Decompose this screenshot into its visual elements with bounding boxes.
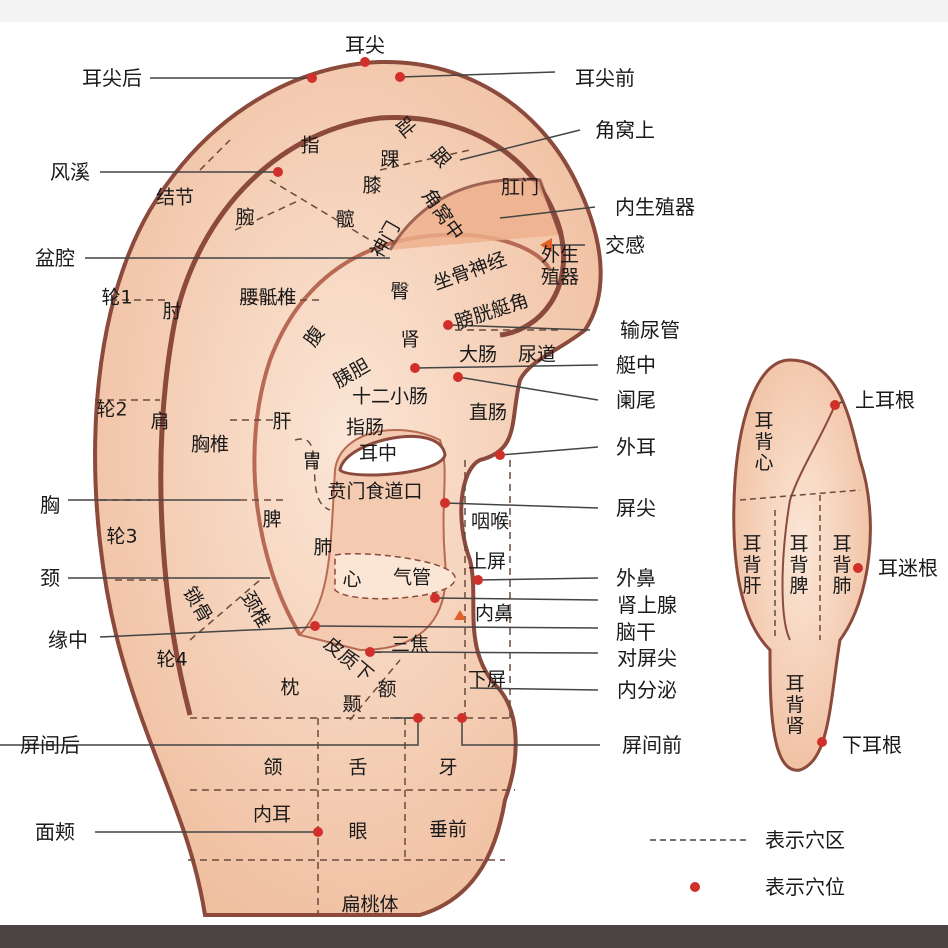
label-rectum: 直肠 (468, 401, 508, 424)
label-upper-tragus: 上屏 (467, 550, 507, 573)
label-apex-front: 耳尖前 (575, 66, 635, 90)
label-large-intestine: 大肠 (458, 343, 498, 366)
label-wrist: 腕 (235, 206, 255, 229)
label-jaw: 颌 (263, 756, 283, 779)
label-upper-fossa: 角窝上 (595, 118, 655, 142)
legend-zone: 表示穴区 (765, 828, 845, 852)
label-buttock: 臀 (390, 280, 410, 303)
heart-area (334, 552, 456, 600)
label-antitragus-apex: 对屏尖 (617, 646, 677, 670)
label-vagus-root: 耳迷根 (878, 556, 938, 580)
acupoints (273, 57, 863, 892)
label-external-ear: 外耳 (616, 435, 656, 459)
label-helix-4: 轮4 (156, 648, 188, 671)
label-tongue: 舌 (348, 756, 368, 779)
label-cymba-center: 艇中 (616, 353, 656, 377)
label-appendix: 阑尾 (616, 388, 656, 412)
label-tubercle: 结节 (155, 186, 195, 209)
label-back-heart: 耳背心 (751, 410, 774, 474)
label-duodenum-end: 指肠 (345, 416, 385, 439)
label-thoracic: 胸椎 (190, 433, 230, 456)
label-lower-tragus: 下屏 (467, 668, 507, 691)
back-ear-dashes (739, 489, 861, 640)
label-tragus-apex: 屏尖 (616, 496, 656, 520)
label-neck: 颈 (40, 566, 60, 590)
label-apex-back: 耳尖后 (82, 66, 142, 90)
label-shoulder: 肩 (150, 410, 170, 433)
label-back-lung: 耳背肺 (829, 533, 852, 597)
label-cheek: 面颊 (35, 820, 75, 844)
label-kidney: 肾 (400, 328, 420, 351)
label-eye: 眼 (348, 820, 368, 843)
label-endocrine: 内分泌 (617, 678, 677, 702)
label-lumbosacral: 腰骶椎 (239, 286, 297, 309)
label-fengxi: 风溪 (50, 160, 90, 184)
label-throat: 咽喉 (470, 510, 510, 533)
label-inner-nose: 内鼻 (474, 602, 514, 625)
label-ear-apex: 耳尖 (345, 33, 385, 57)
label-teeth: 牙 (438, 756, 458, 779)
label-inner-ear: 内耳 (252, 803, 292, 826)
bottom-bar (0, 925, 948, 948)
label-sympathetic: 交感 (605, 233, 645, 257)
inner-nose-marker (454, 610, 466, 620)
label-liver: 肝 (272, 410, 292, 433)
label-internal-genitals: 内生殖器 (615, 195, 695, 219)
label-elbow: 肘 (162, 300, 182, 323)
label-helix-2: 轮2 (96, 398, 128, 421)
label-finger: 指 (300, 134, 320, 157)
label-duodenum-small: 十二小肠 (351, 385, 429, 408)
label-trachea: 气管 (392, 566, 432, 589)
label-upper-root: 上耳根 (855, 388, 915, 412)
zone-dashes (95, 139, 560, 721)
label-urethra: 尿道 (517, 343, 557, 366)
label-pelvis: 盆腔 (35, 246, 75, 270)
label-helix-3: 轮3 (106, 525, 138, 548)
label-knee: 膝 (362, 174, 382, 197)
label-heart: 心 (342, 568, 362, 591)
label-back-spleen: 耳背脾 (786, 533, 809, 597)
legend-point: 表示穴位 (765, 875, 845, 899)
label-ureter: 输尿管 (620, 318, 680, 342)
label-intertragus-back: 屏间后 (20, 733, 80, 757)
label-stomach: 胃 (302, 450, 322, 473)
label-front-lobe: 垂前 (428, 818, 468, 841)
label-hip: 髋 (335, 208, 355, 231)
label-anus: 肛门 (500, 176, 540, 199)
label-back-liver: 耳背肝 (739, 533, 762, 597)
label-lower-root: 下耳根 (842, 733, 902, 757)
back-ear-ridge (781, 404, 836, 641)
label-forehead: 额 (377, 678, 397, 701)
label-tonsil: 扁桃体 (341, 893, 399, 916)
label-sanjiao: 三焦 (390, 633, 430, 656)
label-temple: 颞 (342, 693, 362, 716)
top-bar (0, 0, 948, 22)
label-back-kidney: 耳背肾 (782, 673, 805, 737)
label-chest: 胸 (40, 493, 60, 517)
label-lung: 肺 (313, 536, 333, 559)
label-ankle: 踝 (380, 148, 400, 171)
leader-lines (68, 71, 843, 841)
label-external-nose: 外鼻 (616, 566, 656, 590)
back-ear-outline (732, 358, 872, 772)
label-occiput: 枕 (280, 676, 300, 699)
label-ear-center: 耳中 (358, 442, 398, 465)
fossa (388, 177, 562, 251)
label-yuanzhong: 缘中 (48, 628, 88, 652)
label-brainstem: 脑干 (616, 620, 656, 644)
label-intertragus-front: 屏间前 (622, 733, 682, 757)
label-helix-1: 轮1 (101, 286, 133, 309)
ear-canal (338, 434, 447, 477)
label-ext-genitals: 外生殖器 (540, 244, 579, 288)
label-adrenal: 肾上腺 (617, 593, 677, 617)
sympathetic-marker (540, 238, 552, 252)
label-cardia: 贲门食道口 (327, 480, 423, 503)
label-spleen: 脾 (262, 508, 282, 531)
intertragic-notch (0, 717, 600, 746)
